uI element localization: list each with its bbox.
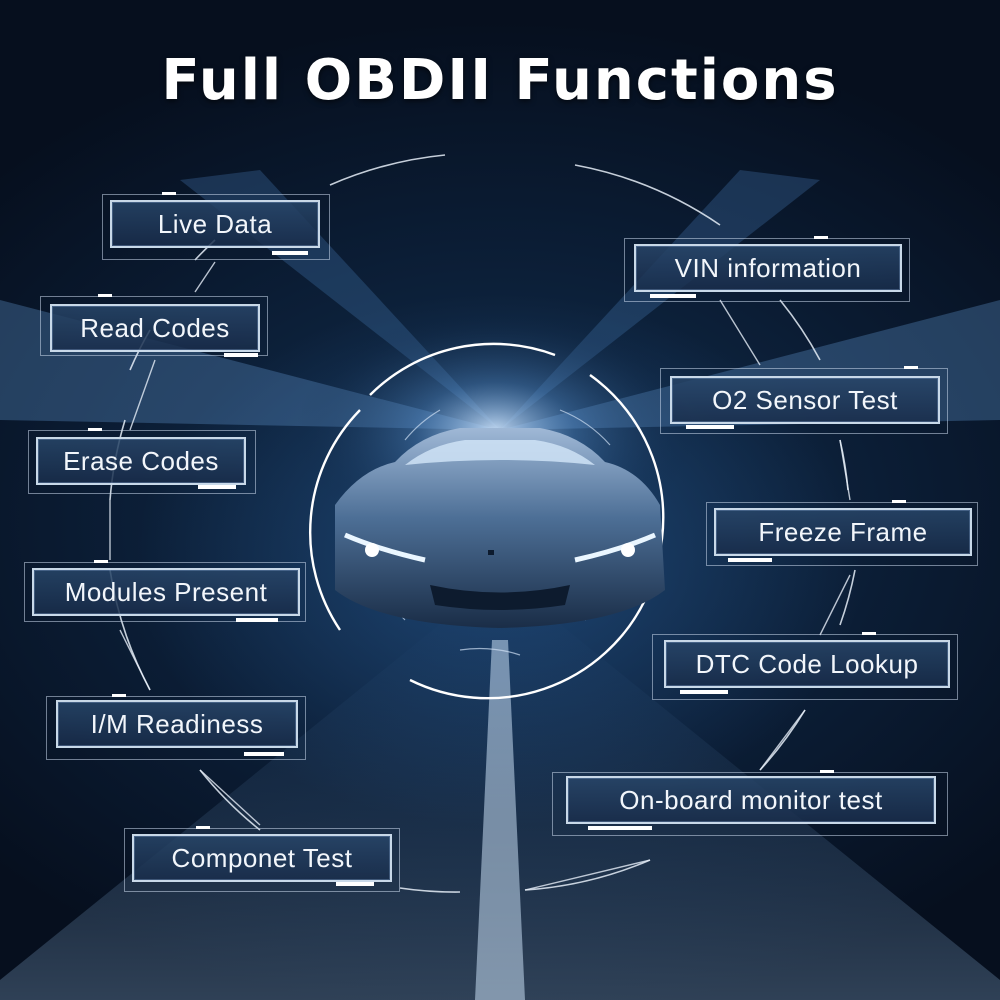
connectors <box>109 261 851 891</box>
car-illustration <box>335 428 665 628</box>
function-label: Live Data <box>157 208 273 239</box>
function-label: I/M Readiness <box>90 708 264 739</box>
function-label: Componet Test <box>171 842 353 873</box>
function-label: Read Codes <box>80 312 230 343</box>
page-title: Full OBDII Functions <box>161 48 839 113</box>
function-label: Erase Codes <box>63 445 219 476</box>
road-centerline <box>475 640 525 1000</box>
function-label: VIN information <box>674 252 862 283</box>
inner-ring <box>309 342 665 700</box>
function-label: O2 Sensor Test <box>712 384 898 415</box>
function-label: On-board monitor test <box>619 784 883 815</box>
function-label: DTC Code Lookup <box>695 648 919 679</box>
function-label: Modules Present <box>64 576 268 607</box>
function-label: Freeze Frame <box>758 516 928 547</box>
